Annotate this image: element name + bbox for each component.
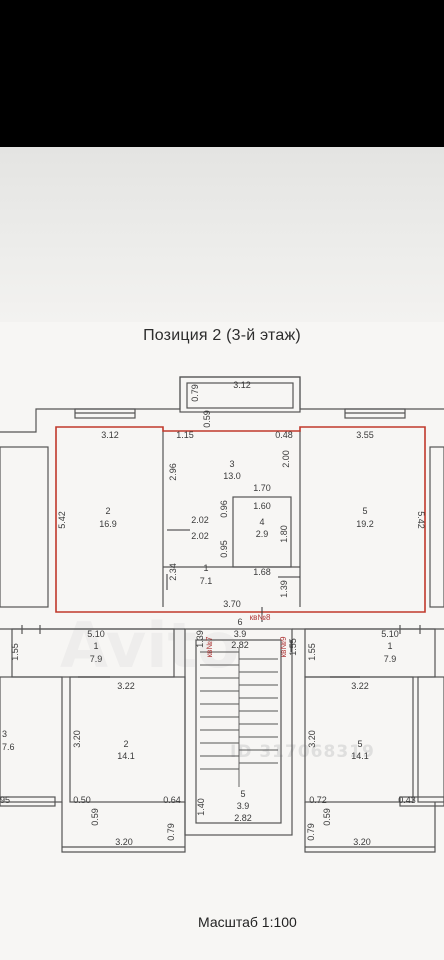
dim-234: 2.34 xyxy=(168,563,178,581)
floor-plan-drawing: Avito ID 317068319 xyxy=(0,376,444,853)
lower-room-2-area: 14.1 xyxy=(117,751,135,761)
dim-lower-079-right: 0.79 xyxy=(306,823,316,841)
dim-left-side: 5.42 xyxy=(57,511,67,529)
lower-room-2-num: 2 xyxy=(123,739,128,749)
lower-room-5-num: 5 xyxy=(357,739,362,749)
dim-lower-320-left: 3.20 xyxy=(72,730,82,748)
dim-lower-079-left: 0.79 xyxy=(166,823,176,841)
dim-room5-top: 3.55 xyxy=(356,430,374,440)
dim-lower-320-bottom-left: 3.20 xyxy=(115,837,133,847)
lower-room-1-left-num: 1 xyxy=(93,641,98,651)
room-6-area: 3.9 xyxy=(234,629,247,639)
lower-room-3-num: 3 xyxy=(2,729,7,739)
lower-room-1-right-num: 1 xyxy=(387,641,392,651)
dim-lower-140: 1.40 xyxy=(196,798,206,816)
watermark-id: ID 317068319 xyxy=(230,742,375,762)
dim-lower-282: 2.82 xyxy=(234,813,252,823)
dim-115: 1.15 xyxy=(176,430,194,440)
dim-180: 1.80 xyxy=(279,525,289,543)
dim-059: 0.59 xyxy=(202,410,212,428)
plan-title: Позиция 2 (3-й этаж) xyxy=(143,327,301,344)
dim-lower-072: 0.72 xyxy=(309,795,327,805)
dim-048: 0.48 xyxy=(275,430,293,440)
room-1-num: 1 xyxy=(203,563,208,573)
dim-282: 2.82 xyxy=(231,640,249,650)
apartment-label-7: кв№7 xyxy=(205,636,214,657)
dim-lower-050: 0.50 xyxy=(73,795,91,805)
lower-room-5-area: 14.1 xyxy=(351,751,369,761)
dim-lower-322-right: 3.22 xyxy=(351,681,369,691)
dim-170: 1.70 xyxy=(253,483,271,493)
room-4-num: 4 xyxy=(259,517,264,527)
staircase xyxy=(200,647,278,787)
lower-room-5-stair-area: 3.9 xyxy=(237,801,250,811)
plan-photo: Позиция 2 (3-й этаж) Avito ID 317068319 xyxy=(0,147,444,960)
dim-139-b: 1.39 xyxy=(195,630,205,648)
paper-background xyxy=(0,147,444,322)
dim-lower-155-left: 1.55 xyxy=(10,643,20,661)
dim-lower-95: 95 xyxy=(0,795,10,805)
walls xyxy=(0,376,444,853)
apartment-label-9: кв№9 xyxy=(279,636,288,657)
plan-scale: Масштаб 1:100 xyxy=(198,914,297,930)
dim-lower-320-bottom-right: 3.20 xyxy=(353,837,371,847)
dim-200: 2.00 xyxy=(281,450,291,468)
dim-296: 2.96 xyxy=(168,463,178,481)
room-1-area: 7.1 xyxy=(200,576,213,586)
room-6-num: 6 xyxy=(237,617,242,627)
watermark-brand: Avito xyxy=(60,609,240,682)
dim-095: 0.95 xyxy=(219,540,229,558)
dim-room2-top: 3.12 xyxy=(101,430,119,440)
plan-sheet xyxy=(0,322,444,960)
dim-lower-064: 0.64 xyxy=(163,795,181,805)
dim-096: 0.96 xyxy=(219,500,229,518)
dim-lower-510-right: 5.10 xyxy=(381,629,399,639)
dim-139: 1.39 xyxy=(279,580,289,598)
room-5-area: 19.2 xyxy=(356,519,374,529)
room-4-area: 2.9 xyxy=(256,529,269,539)
dim-202-b: 2.02 xyxy=(191,531,209,541)
door-marks xyxy=(78,529,360,678)
room-3-num: 3 xyxy=(229,459,234,469)
dim-lower-510-left: 5.10 xyxy=(87,629,105,639)
room-2-num: 2 xyxy=(105,506,110,516)
room-5-num: 5 xyxy=(362,506,367,516)
dim-160: 1.60 xyxy=(253,501,271,511)
dim-155: 1.55 xyxy=(288,638,298,656)
dim-lower-320-right: 3.20 xyxy=(307,730,317,748)
dim-lower-043: 0.43 xyxy=(398,795,416,805)
dim-370: 3.70 xyxy=(223,599,241,609)
lower-room-3-area: 7.6 xyxy=(2,742,15,752)
room-3-area: 13.0 xyxy=(223,471,241,481)
dim-balcony-top: 3.12 xyxy=(233,380,251,390)
dim-168: 1.68 xyxy=(253,567,271,577)
dim-lower-155-right: 1.55 xyxy=(307,643,317,661)
lower-room-5-stair-num: 5 xyxy=(240,789,245,799)
dim-lower-059-right: 0.59 xyxy=(322,808,332,826)
dim-202-a: 2.02 xyxy=(191,515,209,525)
lower-room-1-left-area: 7.9 xyxy=(90,654,103,664)
lower-room-1-right-area: 7.9 xyxy=(384,654,397,664)
apartment-label-8: кв№8 xyxy=(250,613,271,622)
dim-right-side: 5.42 xyxy=(416,511,426,529)
dim-balcony-side: 0.79 xyxy=(190,384,200,402)
room-2-area: 16.9 xyxy=(99,519,117,529)
dim-lower-059-left: 0.59 xyxy=(90,808,100,826)
dim-lower-322-left: 3.22 xyxy=(117,681,135,691)
selected-apartment-outline xyxy=(55,426,426,613)
